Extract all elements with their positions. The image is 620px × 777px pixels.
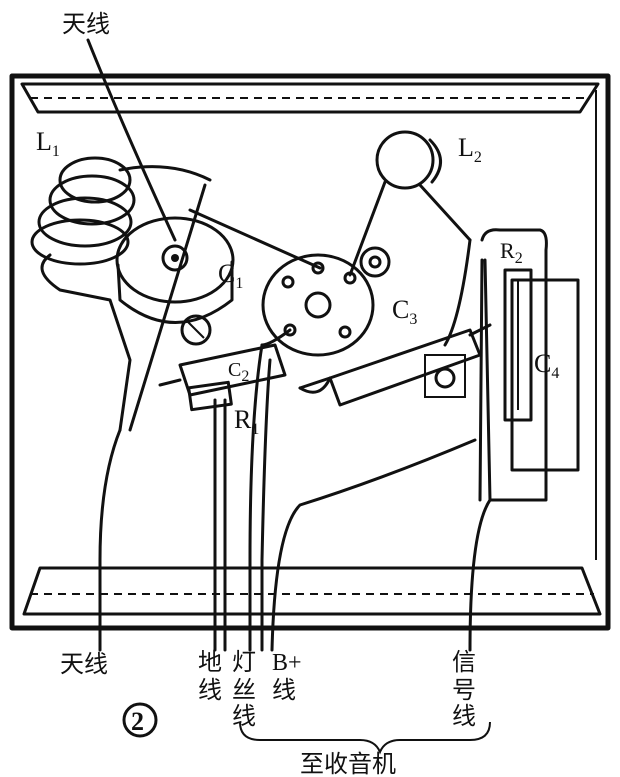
figure-number: 2 bbox=[131, 707, 144, 736]
label-signal-3: 线 bbox=[452, 702, 476, 730]
coil-l1 bbox=[30, 156, 212, 432]
resistor-r2 bbox=[503, 268, 533, 422]
label-to-radio: 至收音机 bbox=[300, 750, 396, 777]
label-l2: L2 bbox=[458, 133, 482, 166]
capacitor-c3 bbox=[298, 323, 492, 407]
brace bbox=[239, 721, 491, 755]
coil-l2 bbox=[348, 130, 472, 277]
resistor-r1 bbox=[187, 380, 233, 412]
label-ground-2: 线 bbox=[198, 676, 222, 704]
label-c1: C1 bbox=[218, 259, 243, 292]
label-c2: C2 bbox=[228, 359, 249, 385]
label-antenna-bottom: 天线 bbox=[60, 650, 108, 678]
capacitor-c2 bbox=[158, 343, 287, 397]
tube-socket bbox=[261, 246, 391, 357]
label-l1: L1 bbox=[36, 127, 60, 160]
label-signal-1: 信 bbox=[452, 648, 476, 676]
label-signal-2: 号 bbox=[452, 676, 476, 704]
capacitor-c4 bbox=[480, 228, 580, 502]
label-filament-3: 线 bbox=[232, 702, 256, 730]
wires bbox=[86, 38, 492, 652]
label-r1: R1 bbox=[234, 405, 259, 438]
label-bplus-1: B+ bbox=[272, 650, 302, 676]
label-c3: C3 bbox=[392, 295, 417, 328]
label-bplus-2: 线 bbox=[272, 676, 296, 704]
capacitor-c1 bbox=[115, 216, 235, 346]
wire-labels: 天线 天线 地 线 灯 丝 线 B+ 线 信 号 线 至收音机 2 bbox=[60, 10, 491, 777]
label-c4: C4 bbox=[534, 349, 559, 382]
label-ground-1: 地 bbox=[198, 648, 222, 676]
chassis-box bbox=[9, 73, 611, 631]
component-labels: L1 L2 C1 C2 C3 C4 R1 R2 bbox=[36, 127, 559, 438]
label-filament-1: 灯 bbox=[232, 648, 256, 676]
label-filament-2: 丝 bbox=[232, 676, 256, 704]
figure-number-circle bbox=[122, 702, 158, 738]
label-antenna-top: 天线 bbox=[62, 10, 110, 38]
label-r2: R2 bbox=[500, 238, 523, 267]
